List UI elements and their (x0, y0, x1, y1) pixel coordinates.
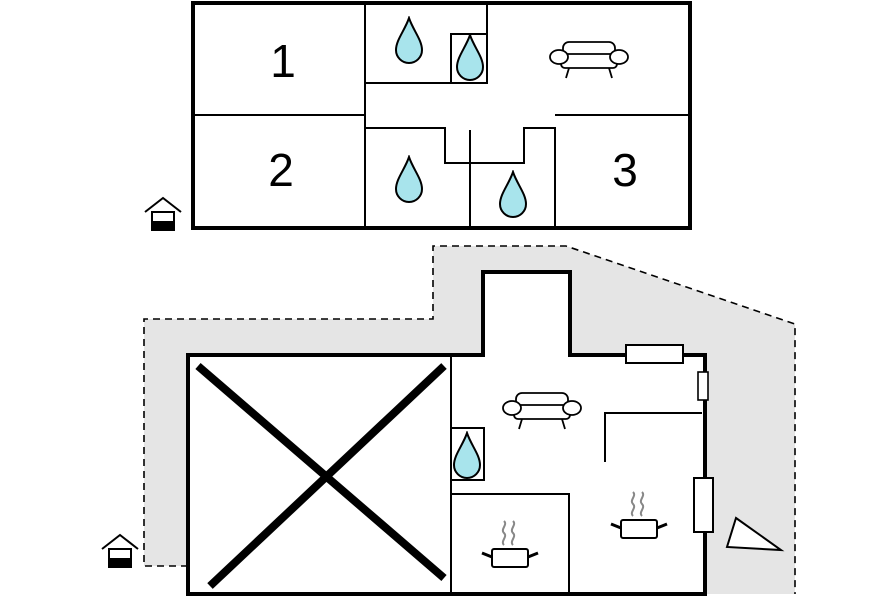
window (697, 371, 709, 401)
lower-building (186, 270, 707, 596)
room-number-2: 2 (268, 144, 294, 196)
lower-inner-walls (450, 355, 702, 594)
upper-floor: 1 2 3 (144, 1, 692, 231)
house-entrance-icon (101, 534, 139, 568)
house-entrance-icon (144, 197, 182, 231)
terrace-area (144, 246, 795, 594)
unavailable-area (195, 362, 447, 589)
water-drop-icon (395, 156, 423, 203)
water-drop-icon (456, 34, 484, 81)
sofa-icon (549, 41, 629, 79)
lower-floor (101, 245, 796, 596)
water-drop-icon (395, 17, 423, 64)
room-number-3: 3 (612, 144, 638, 196)
water-drop-icon (499, 171, 527, 218)
north-arrow-icon (725, 516, 785, 552)
room-number-1: 1 (270, 35, 296, 87)
terrace-boundary (143, 245, 796, 594)
window (625, 344, 684, 364)
upper-inner-walls (193, 3, 690, 228)
window (693, 477, 714, 533)
